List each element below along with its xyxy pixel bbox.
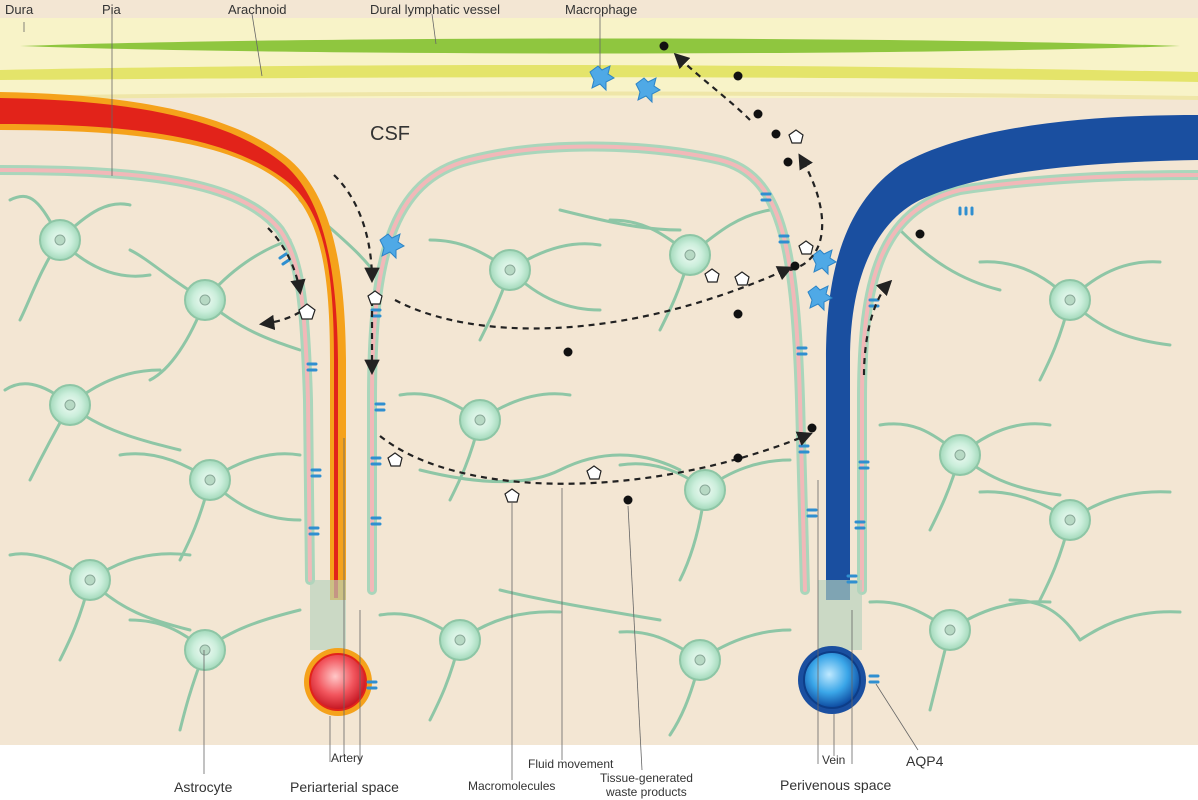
upper-interstitial-arrow xyxy=(394,266,793,330)
fluid-flow-arrows xyxy=(258,52,893,485)
macromolecule-markers xyxy=(298,129,814,503)
perivenous-up-arrow xyxy=(862,279,893,376)
label-periarterial-space: Periarterial space xyxy=(290,779,399,795)
waste-dot xyxy=(790,261,800,271)
label-perivenous-space: Perivenous space xyxy=(780,777,892,793)
macrophage-icon xyxy=(811,249,837,276)
csf-inflow-arrow xyxy=(333,174,380,284)
pia-down-arrow xyxy=(267,227,306,296)
astrocyte-cells xyxy=(39,219,1091,681)
lymphatic-drainage-arrow xyxy=(673,52,751,121)
waste-dot xyxy=(915,229,925,239)
macromolecule-icon xyxy=(788,129,804,144)
macrophage-icon xyxy=(635,77,661,104)
leader-lines xyxy=(23,13,919,780)
macromolecule-icon xyxy=(298,303,316,320)
label-dural-lymphatic-vessel: Dural lymphatic vessel xyxy=(370,2,500,17)
label-artery: Artery xyxy=(331,751,363,765)
macromolecule-icon xyxy=(504,488,520,503)
macromolecule-icon xyxy=(586,465,602,480)
waste-dot xyxy=(733,309,743,319)
label-vein: Vein xyxy=(822,753,845,767)
periarterial-endfoot xyxy=(310,580,346,650)
waste-dot xyxy=(733,71,743,81)
waste-dot xyxy=(563,347,573,357)
macromolecule-icon xyxy=(734,271,750,286)
lower-interstitial-arrow xyxy=(379,431,813,485)
macromolecule-icon xyxy=(387,452,403,467)
waste-dot xyxy=(753,109,763,119)
label-strip xyxy=(0,745,1198,800)
dura-band xyxy=(0,18,1198,98)
label-arachnoid: Arachnoid xyxy=(228,2,287,17)
label-csf: CSF xyxy=(370,123,410,145)
waste-dot xyxy=(771,129,781,139)
csf-return-arrow xyxy=(789,153,824,272)
label-waste-products-line2: waste products xyxy=(605,785,687,799)
label-macromolecules: Macromolecules xyxy=(468,779,555,793)
artery-cross-section xyxy=(309,653,367,711)
waste-dot xyxy=(807,423,817,433)
perivenous-endfoot xyxy=(818,580,862,650)
macrophage-icon xyxy=(379,233,405,260)
label-macrophage: Macrophage xyxy=(565,2,637,17)
parenchyma-left-arrow xyxy=(258,311,301,331)
label-astrocyte: Astrocyte xyxy=(174,779,233,795)
macromolecule-icon xyxy=(798,240,814,255)
macromolecule-icon xyxy=(367,290,383,305)
waste-dot xyxy=(659,41,669,51)
macrophage-icon xyxy=(589,65,615,92)
diagram-labels: Dura Pia Arachnoid Dural lymphatic vesse… xyxy=(5,2,944,799)
waste-product-markers xyxy=(563,41,925,505)
waste-dot xyxy=(733,453,743,463)
aqp4-channels xyxy=(278,192,974,690)
label-waste-products-line1: Tissue-generated xyxy=(600,771,693,785)
label-dura: Dura xyxy=(5,2,34,17)
label-aqp4: AQP4 xyxy=(906,753,944,769)
macromolecule-icon xyxy=(704,268,720,283)
waste-dot xyxy=(783,157,793,167)
label-fluid-movement: Fluid movement xyxy=(528,757,614,771)
label-pia: Pia xyxy=(102,2,122,17)
macrophages xyxy=(379,65,837,312)
arachnoid-lower-edge xyxy=(0,91,1198,100)
macrophage-icon xyxy=(807,285,833,312)
waste-dot xyxy=(623,495,633,505)
